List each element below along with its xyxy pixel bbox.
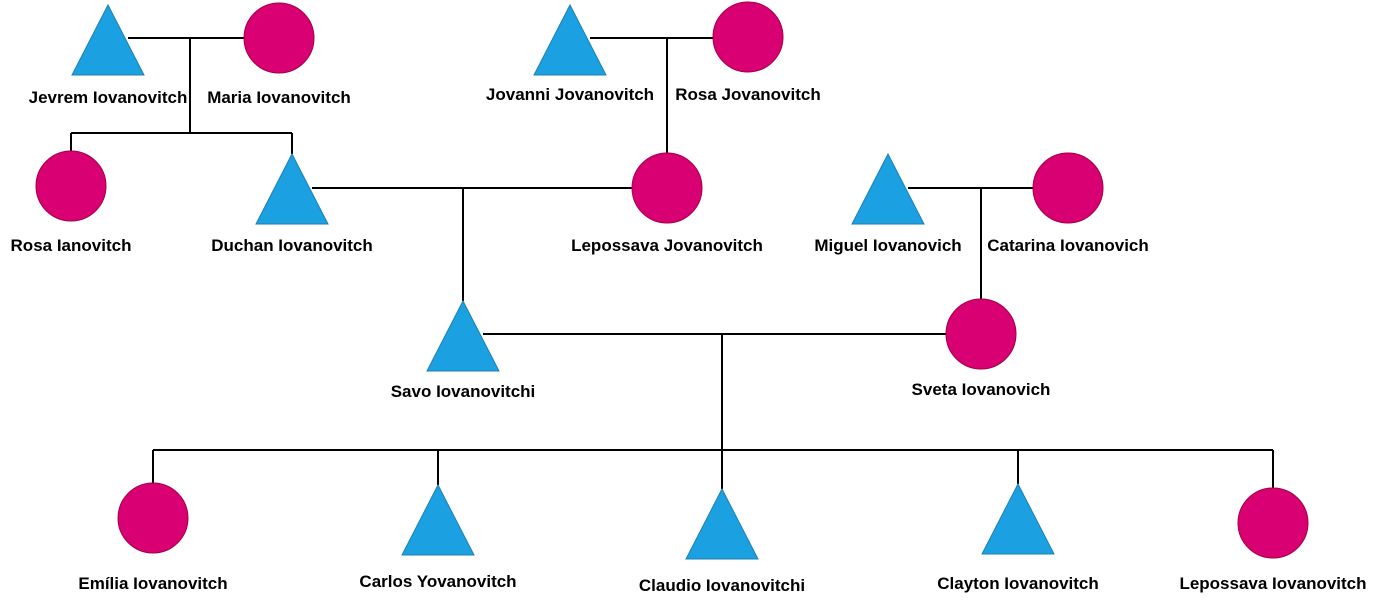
person-name-label: Savo Iovanovitchi [391,382,536,401]
male-triangle-icon [981,482,1055,555]
female-circle-icon [243,2,315,74]
male-triangle-icon [685,487,759,560]
male-triangle-icon [255,152,329,225]
person-name-label: Duchan Iovanovitch [211,236,373,255]
person-name-label: Sveta Iovanovich [912,380,1051,399]
person-name-label: Jovanni Jovanovitch [486,85,654,104]
relationship-lines [70,37,1274,489]
male-triangle-icon [426,299,500,372]
female-circle-icon [945,298,1017,370]
female-circle-icon [1032,152,1104,224]
person-name-label: Rosa Jovanovitch [675,85,821,104]
person-name-label: Jevrem Iovanovitch [29,88,188,107]
person-labels: Jevrem Iovanovitch Maria Iovanovitch Jovan… [11,85,1367,595]
female-circle-icon [1237,487,1309,559]
person-name-label: Lepossava Jovanovitch [571,236,763,255]
person-name-label: Clayton Iovanovitch [937,574,1099,593]
person-name-label: Miguel Iovanovich [814,236,961,255]
male-triangle-icon [71,3,145,76]
male-triangle-icon [401,483,475,556]
female-circle-icon [35,150,107,222]
person-name-label: Lepossava Iovanovitch [1179,574,1366,593]
female-circle-icon [117,482,189,554]
person-name-label: Claudio Iovanovitchi [639,576,805,595]
person-name-label: Emília Iovanovitch [78,574,227,593]
male-triangle-icon [533,3,607,76]
person-name-label: Rosa Ianovitch [11,236,132,255]
male-triangle-icon [851,152,925,225]
female-circle-icon [712,1,784,73]
person-name-label: Carlos Yovanovitch [359,572,516,591]
person-nodes [35,1,1309,560]
person-name-label: Catarina Iovanovich [987,236,1149,255]
person-name-label: Maria Iovanovitch [207,88,351,107]
female-circle-icon [631,152,703,224]
